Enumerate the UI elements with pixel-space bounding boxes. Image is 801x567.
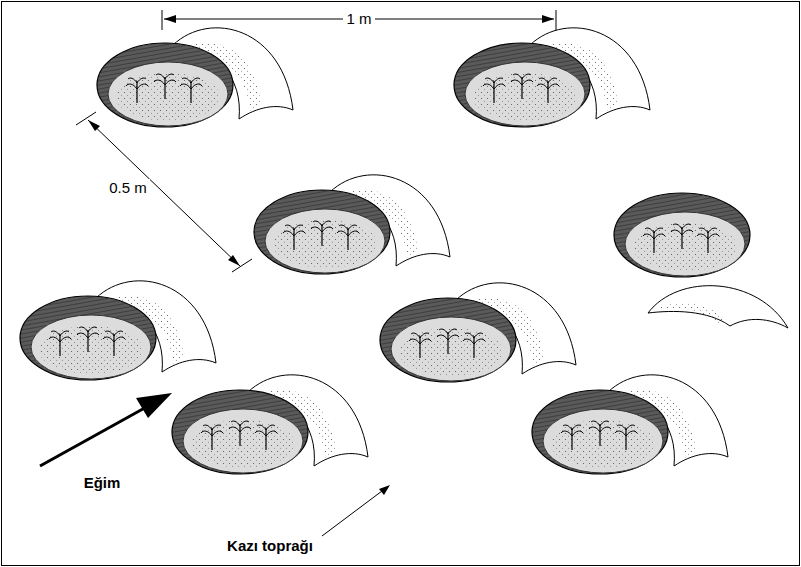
soil-label: Kazı toprağı: [227, 537, 313, 554]
dimension-label: 0.5 m: [106, 179, 150, 196]
slope-label: Eğim: [84, 474, 121, 491]
dimension-label: 1 m: [343, 10, 374, 27]
